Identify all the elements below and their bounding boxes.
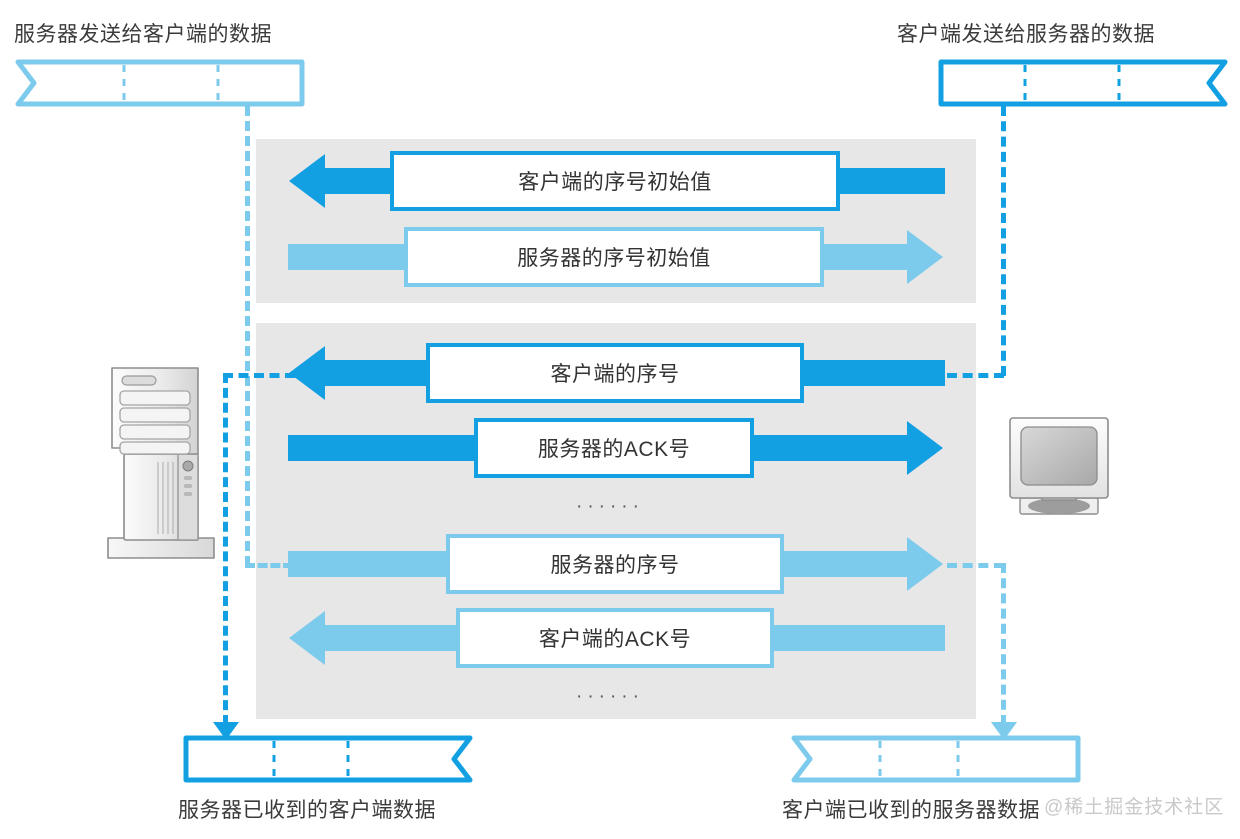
arrow-head-client-seq bbox=[289, 346, 325, 400]
arrow-head-client-isn bbox=[289, 154, 325, 208]
dash-client-seq-branch bbox=[223, 373, 295, 378]
watermark: @稀土掘金技术社区 bbox=[1044, 797, 1225, 818]
arrow-head-server-ack bbox=[907, 421, 943, 475]
ribbon-server-sends bbox=[14, 58, 306, 108]
dash-server-seq-vertical bbox=[1001, 563, 1006, 725]
message-box-client-isn[interactable]: 客户端的序号初始值 bbox=[390, 151, 840, 211]
ribbon-client-received bbox=[790, 734, 1082, 784]
dash-client-seq-vertical bbox=[223, 373, 228, 725]
ellipsis-lower: ······ bbox=[576, 686, 644, 707]
dash-client-send-branch bbox=[947, 373, 1004, 378]
message-box-server-isn[interactable]: 服务器的序号初始值 bbox=[404, 227, 824, 287]
arrow-head-client-ack bbox=[289, 611, 325, 665]
dash-server-send-vertical bbox=[245, 106, 250, 566]
ribbon-client-sends bbox=[937, 58, 1229, 108]
message-box-client-seq[interactable]: 客户端的序号 bbox=[426, 343, 804, 403]
client-monitor-icon bbox=[1004, 412, 1114, 520]
server-tower-icon bbox=[96, 362, 226, 574]
ribbon-server-received bbox=[182, 734, 474, 784]
caption-server-received: 服务器已收到的客户端数据 bbox=[178, 799, 436, 822]
dash-client-send-vertical bbox=[1001, 106, 1006, 376]
message-box-server-seq[interactable]: 服务器的序号 bbox=[446, 534, 784, 594]
caption-server-sends: 服务器发送给客户端的数据 bbox=[14, 23, 272, 46]
ellipsis-upper: ······ bbox=[576, 496, 644, 517]
caption-client-received: 客户端已收到的服务器数据 bbox=[782, 799, 1040, 822]
caption-client-sends: 客户端发送给服务器的数据 bbox=[897, 23, 1155, 46]
message-box-client-ack[interactable]: 客户端的ACK号 bbox=[456, 608, 774, 668]
arrow-head-server-seq bbox=[907, 537, 943, 591]
dash-server-seq-branch bbox=[947, 563, 1004, 568]
arrow-head-server-isn bbox=[907, 230, 943, 284]
message-box-server-ack[interactable]: 服务器的ACK号 bbox=[474, 418, 754, 478]
dash-server-send-branch bbox=[245, 563, 293, 568]
